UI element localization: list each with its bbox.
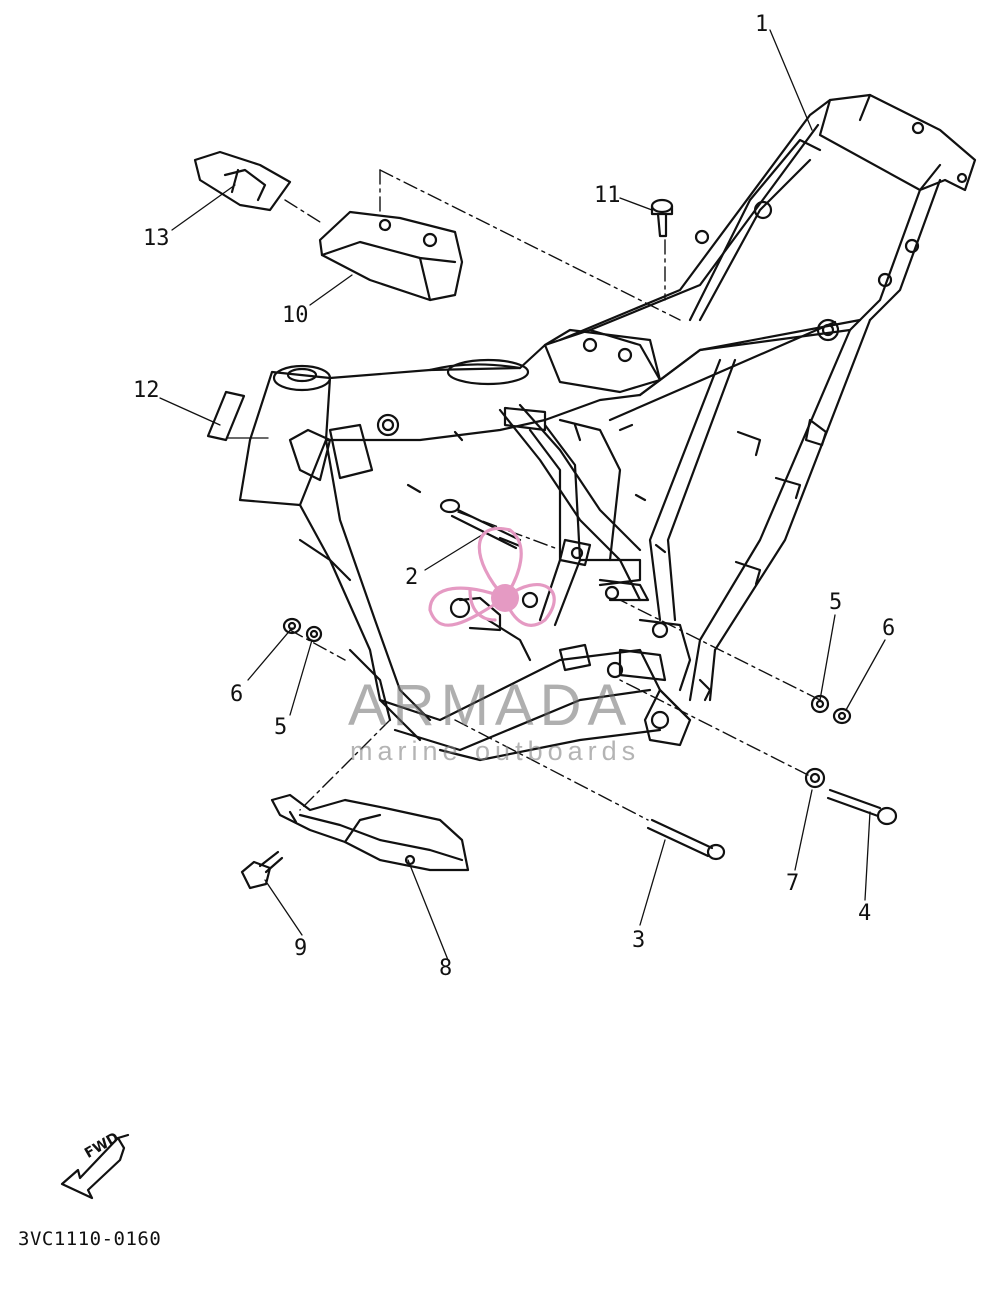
callout-5-right: 5	[829, 590, 843, 615]
callout-5-left: 5	[274, 715, 288, 740]
washers-nuts	[282, 617, 852, 789]
callout-11: 11	[594, 183, 621, 208]
part-9-bolt	[240, 850, 284, 890]
part-12-label	[206, 390, 246, 442]
part-10-cover	[318, 210, 464, 302]
part-8-skid-plate	[270, 793, 470, 872]
main-frame	[238, 93, 977, 762]
callout-6-right: 6	[882, 616, 896, 641]
callout-9: 9	[294, 936, 308, 961]
callout-2: 2	[405, 565, 419, 590]
callout-12: 12	[133, 378, 160, 403]
part-4-bolt	[826, 788, 898, 826]
callout-10: 10	[282, 303, 309, 328]
part-11-bolt	[650, 198, 674, 238]
watermark-logo	[428, 526, 556, 627]
watermark-title: ARMADA	[348, 673, 633, 738]
part-3-bolt	[646, 818, 726, 861]
part-13-clip	[193, 150, 292, 212]
fwd-arrow	[60, 1133, 130, 1200]
assembly-lines	[284, 169, 821, 821]
watermark-subtitle: marine outboards	[350, 736, 641, 766]
callout-4: 4	[858, 901, 872, 926]
callout-7: 7	[786, 871, 800, 896]
callout-8: 8	[439, 956, 453, 981]
callout-3: 3	[632, 928, 646, 953]
leader-lines	[159, 29, 886, 961]
callout-13: 13	[143, 226, 170, 251]
callout-6-left: 6	[230, 682, 244, 707]
callout-1: 1	[755, 12, 769, 37]
diagram-part-code: 3VC1110-0160	[18, 1228, 162, 1250]
